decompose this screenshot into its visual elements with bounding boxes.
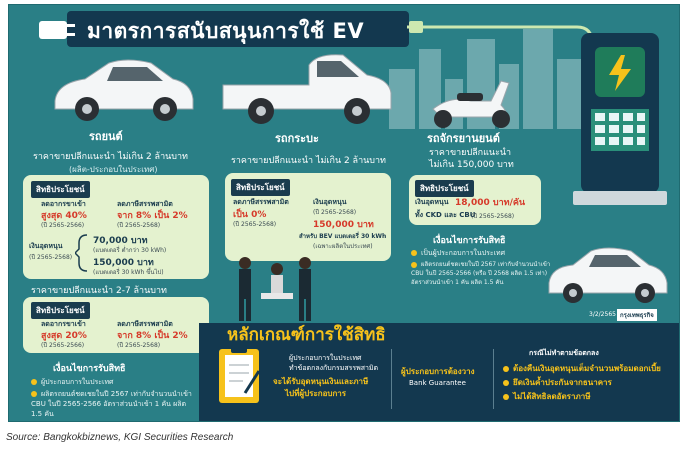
principle2-line1: ผู้ประกอบการต้องวาง — [401, 367, 475, 376]
scooter-illustration — [432, 80, 510, 128]
moto-subsidy-note: ทั้ง CKD และ CBU — [415, 211, 476, 219]
car1-subsidy-label: เงินอุดหนุน — [29, 242, 63, 250]
principle3-title: กรณีไม่ทำตามข้อตกลง — [529, 349, 599, 357]
principle3-item-2-text: ยึดเงินค้ำประกันจากธนาคาร — [513, 378, 612, 387]
moto-subsidy-label: เงินอุดหนุน — [415, 197, 449, 208]
car-conditions-title: เงื่อนไขการรับสิทธิ — [53, 364, 126, 374]
car-card1-header: สิทธิประโยชน์ — [31, 181, 90, 198]
bullet-icon — [411, 250, 417, 256]
charging-station — [569, 23, 671, 211]
bullet-icon — [503, 379, 509, 386]
car1-subsidy1-note: (แบตเตอรี่ ต่ำกว่า 30 kWh) — [93, 247, 167, 254]
moto-card-header: สิทธิประโยชน์ — [415, 180, 474, 197]
divider — [391, 349, 392, 409]
source-caption: Source: Bangkokbiznews, KGI Securities R… — [6, 432, 234, 443]
bullet-icon — [503, 365, 509, 372]
car2-excise-label: ลดภาษีสรรพสามิต — [117, 320, 173, 328]
principle2-line2: Bank Guarantee — [409, 379, 466, 387]
principles-title: หลักเกณฑ์การใช้สิทธิ — [227, 325, 386, 345]
car1-duty-years: (ปี 2565-2566) — [41, 222, 85, 229]
pickup-subsidy-years: (ปี 2565-2568) — [313, 209, 357, 216]
principle3-item-3: ไม่ได้สิทธิลดอัตราภาษี — [503, 390, 590, 403]
principles-section — [199, 323, 679, 421]
principle3-item-2: ยึดเงินค้ำประกันจากธนาคาร — [503, 376, 612, 389]
pickup-subsidy-value: 150,000 บาท — [313, 220, 374, 230]
car1-subsidy1-value: 70,000 บาท — [93, 236, 148, 246]
motorcycle-label: รถจักรยานยนต์ — [427, 132, 500, 145]
car2-duty-value: สูงสุด 20% — [41, 331, 87, 341]
moto-condition-1: เป็นผู้ประกอบการในประเทศ — [411, 248, 561, 258]
car-condition-1: ผู้ประกอบการในประเทศ — [31, 377, 199, 387]
pickup-subsidy-note2: (เฉพาะผลิตในประเทศ) — [313, 243, 373, 250]
car1-duty-value: สูงสุด 40% — [41, 211, 87, 221]
white-sedan-illustration — [548, 247, 668, 303]
pickup-subsidy-label: เงินอุดหนุน — [313, 198, 347, 206]
principle1-line1: ผู้ประกอบการในประเทศ — [289, 354, 362, 362]
pickup-excise-value: เป็น 0% — [233, 210, 267, 220]
car-condition-1-text: ผู้ประกอบการในประเทศ — [41, 378, 114, 386]
car1-excise-value: จาก 8% เป็น 2% — [117, 211, 188, 221]
bullet-icon — [503, 393, 509, 400]
bullet-icon — [411, 261, 417, 268]
moto-condition-1-text: เป็นผู้ประกอบการในประเทศ — [421, 249, 506, 257]
moto-price-line2: ไม่เกิน 150,000 บาท — [429, 160, 514, 170]
business-people-illustration — [239, 257, 311, 321]
pickup-excise-years: (ปี 2565-2568) — [233, 221, 277, 228]
car1-excise-years: (ปี 2565-2568) — [117, 222, 161, 229]
moto-subsidy-label-text: เงินอุดหนุน — [415, 198, 449, 206]
principle3-item-3-text: ไม่ได้สิทธิลดอัตราภาษี — [513, 392, 591, 401]
page-title: มาตรการสนับสนุนการใช้ EV — [87, 19, 365, 43]
moto-condition-2: ผลิตรถยนต์ชดเชยในปี 2567 เท่ากับจำนวนนำเ… — [411, 260, 561, 287]
car-label: รถยนต์ — [89, 130, 123, 143]
car2-duty-label: ลดอากรขาเข้า — [41, 320, 86, 328]
pickup-subsidy-note: สำหรับ BEV แบตเตอรี่ 30 kWh — [299, 233, 387, 240]
moto-conditions-title: เงื่อนไขการรับสิทธิ — [433, 236, 506, 246]
bracket-icon — [75, 234, 88, 272]
pickup-truck-illustration — [222, 54, 392, 124]
car-price-text: ราคาขายปลีกแนะนำ ไม่เกิน 2 ล้านบาท — [33, 152, 188, 162]
car2-duty-years: (ปี 2565-2566) — [41, 342, 85, 349]
pickup-label: รถกระบะ — [275, 132, 319, 145]
car-card2-header: สิทธิประโยชน์ — [31, 302, 90, 319]
pickup-excise-label: ลดภาษีสรรพสามิต — [233, 198, 289, 206]
car1-duty-label: ลดอากรขาเข้า — [41, 200, 86, 208]
car2-excise-years: (ปี 2565-2568) — [117, 342, 161, 349]
moto-subsidy-years: (ปี 2565-2568) — [471, 213, 515, 220]
car1-subsidy2-value: 150,000 บาท — [93, 258, 154, 268]
car1-excise-label: ลดภาษีสรรพสามิต — [117, 200, 173, 208]
bullet-icon — [31, 379, 37, 385]
car1-subsidy-years: (ปี 2565-2568) — [29, 254, 73, 261]
principle1-line2: ทำข้อตกลงกับกรมสรรพสามิต — [289, 364, 379, 372]
moto-condition-2-text: ผลิตรถยนต์ชดเชยในปี 2567 เท่ากับจำนวนนำเ… — [411, 261, 551, 286]
car-condition-2: ผลิตรถยนต์ชดเชยในปี 2567 เท่ากับจำนวนนำเ… — [31, 389, 199, 419]
infographic-poster: มาตรการสนับสนุนการใช้ EV — [8, 4, 680, 422]
car-price2-text: ราคาขายปลีกแนะนำ 2-7 ล้านบาท — [31, 286, 167, 296]
sedan-car-illustration — [54, 59, 194, 121]
bullet-icon — [31, 391, 37, 397]
pickup-price-text: ราคาขายปลีกแนะนำ ไม่เกิน 2 ล้านบาท — [231, 156, 386, 166]
moto-subsidy-value: 18,000 บาท/คัน — [455, 198, 526, 208]
car2-excise-value: จาก 8% เป็น 2% — [117, 331, 188, 341]
car1-subsidy2-note: (แบตเตอรี่ 30 kWh ขึ้นไป) — [93, 269, 164, 276]
principle3-item-1: ต้องคืนเงินอุดหนุนเต็มจำนวนพร้อมดอกเบี้ย — [503, 362, 661, 375]
clipboard-icon — [219, 345, 261, 403]
car-price-note: (ผลิต-ประกอบในประเทศ) — [69, 165, 158, 174]
publisher-logo: กรุงเทพธุรกิจ — [617, 309, 657, 321]
principle1-line4: ไปที่ผู้ประกอบการ — [285, 389, 347, 398]
title-banner — [67, 11, 409, 47]
divider — [493, 349, 494, 409]
principle1-line3: จะได้รับอุดหนุนเงินและภาษี — [273, 377, 369, 386]
pickup-card-header: สิทธิประโยชน์ — [231, 179, 290, 196]
car-condition-2-text: ผลิตรถยนต์ชดเชยในปี 2567 เท่ากับจำนวนนำเ… — [31, 390, 192, 418]
principle3-item-1-text: ต้องคืนเงินอุดหนุนเต็มจำนวนพร้อมดอกเบี้ย — [513, 364, 661, 373]
moto-price-line1: ราคาขายปลีกแนะนำ — [429, 148, 512, 158]
plug-icon — [39, 21, 75, 39]
publish-date: 3/2/2565 — [589, 311, 616, 318]
